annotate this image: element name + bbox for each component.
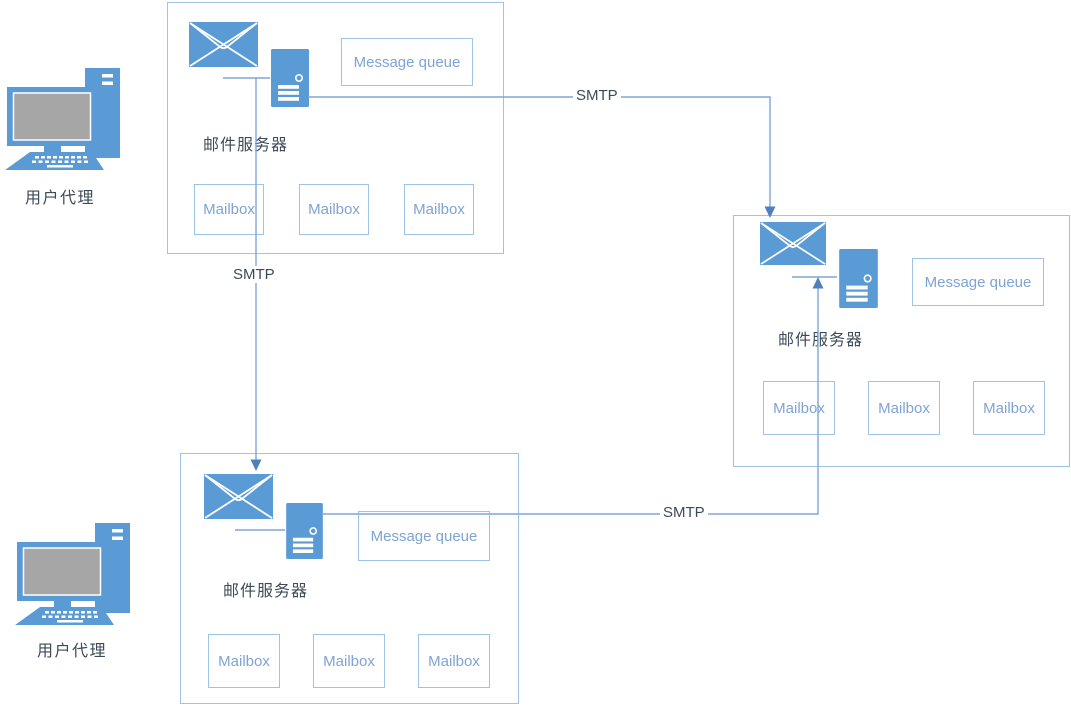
mailbox-box: Mailbox	[763, 381, 835, 435]
server-icon	[271, 49, 309, 107]
envelope-icon	[204, 474, 273, 519]
mailbox-box: Mailbox	[973, 381, 1045, 435]
mailbox-box: Mailbox	[208, 634, 280, 688]
mail-server-title: 邮件服务器	[203, 137, 289, 154]
mail-server-title: 邮件服务器	[223, 583, 309, 600]
user-agent-bottom: 用户代理	[12, 521, 147, 666]
user-agent-top: 用户代理	[2, 66, 137, 211]
smtp-label-middle: SMTP	[230, 266, 278, 283]
computer-icon	[12, 521, 133, 629]
message-queue-box: Message queue	[912, 258, 1044, 306]
envelope-icon	[189, 22, 258, 67]
message-queue-box: Message queue	[341, 38, 473, 86]
mail-server-box-bottom: Message queue 邮件服务器 Mailbox Mailbox Mail…	[180, 453, 519, 704]
mail-server-box-top: Message queue 邮件服务器 Mailbox Mailbox Mail…	[167, 2, 504, 254]
mail-server-box-right: Message queue 邮件服务器 Mailbox Mailbox Mail…	[733, 215, 1070, 467]
mailbox-box: Mailbox	[404, 184, 474, 235]
smtp-label-bottom: SMTP	[660, 504, 708, 521]
server-icon	[286, 503, 323, 559]
envelope-icon	[760, 221, 826, 266]
mailbox-box: Mailbox	[299, 184, 369, 235]
user-agent-label: 用户代理	[25, 190, 96, 207]
mail-server-title: 邮件服务器	[778, 332, 864, 349]
server-icon	[839, 249, 878, 308]
mailbox-box: Mailbox	[313, 634, 385, 688]
smtp-label-top: SMTP	[573, 87, 621, 104]
mailbox-box: Mailbox	[194, 184, 264, 235]
message-queue-box: Message queue	[358, 511, 490, 561]
mailbox-box: Mailbox	[418, 634, 490, 688]
computer-icon	[2, 66, 123, 174]
user-agent-label: 用户代理	[37, 643, 108, 660]
mailbox-box: Mailbox	[868, 381, 940, 435]
